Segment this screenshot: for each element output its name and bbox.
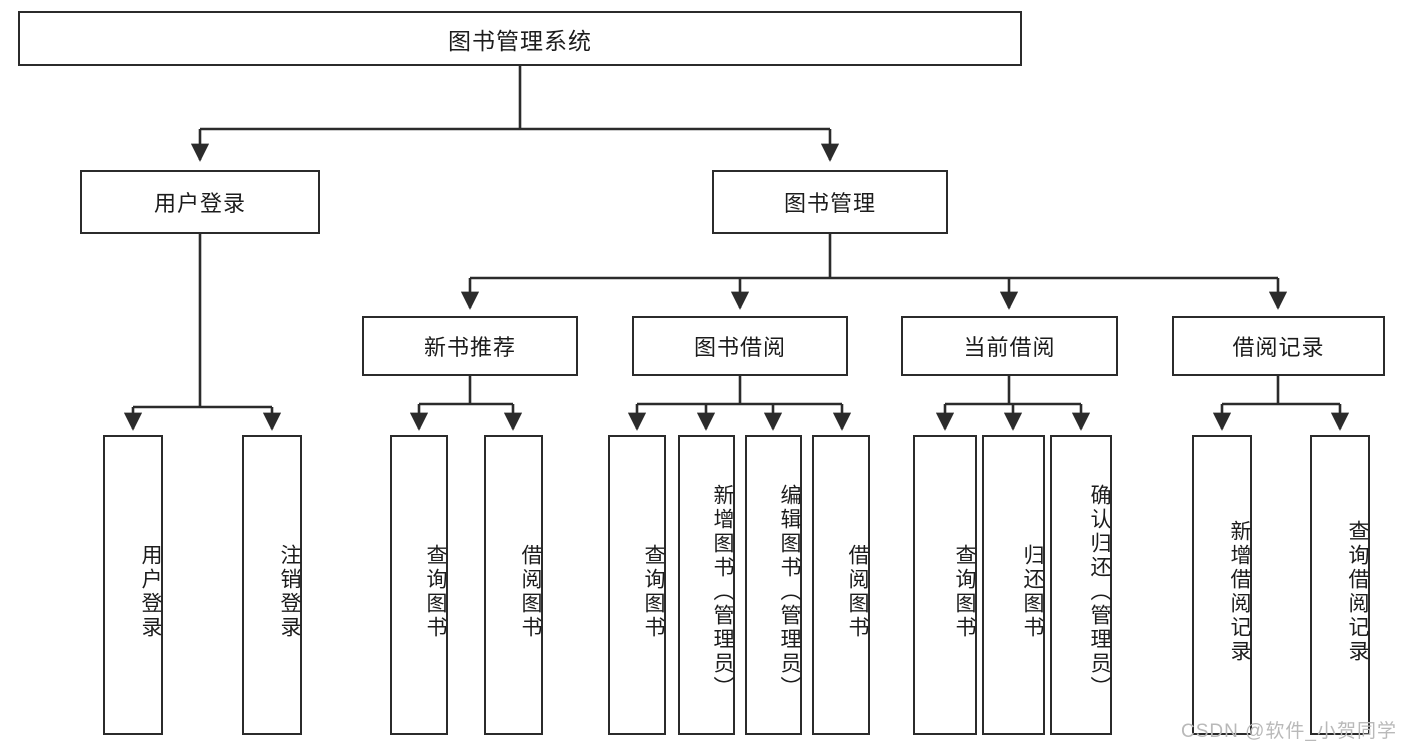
node-label: 编辑图书（管理员） <box>778 484 801 700</box>
node-label: 查询借阅记录 <box>1346 520 1369 664</box>
node-label: 借阅记录 <box>1232 335 1325 360</box>
node-borrow-records[interactable]: 借阅记录 <box>1172 316 1385 376</box>
leaf-user-login-logout[interactable]: 注销登录 <box>242 435 302 735</box>
node-label: 借阅图书 <box>846 544 869 640</box>
node-book-borrow[interactable]: 图书借阅 <box>632 316 848 376</box>
leaf-user-login-login[interactable]: 用户登录 <box>103 435 163 735</box>
node-label: 注销登录 <box>278 544 301 640</box>
node-label: 新增图书（管理员） <box>711 484 734 700</box>
leaf-borrow-edit-book-admin[interactable]: 编辑图书（管理员） <box>745 435 802 735</box>
leaf-current-return-book[interactable]: 归还图书 <box>982 435 1045 735</box>
node-label: 用户登录 <box>153 191 246 216</box>
leaf-borrow-borrow-book[interactable]: 借阅图书 <box>812 435 870 735</box>
node-label: 查询图书 <box>642 544 665 640</box>
node-user-login[interactable]: 用户登录 <box>80 170 320 234</box>
node-label: 图书借阅 <box>693 335 786 360</box>
node-label: 确认归还（管理员） <box>1088 484 1111 700</box>
node-book-management[interactable]: 图书管理 <box>712 170 948 234</box>
node-root-system[interactable]: 图书管理系统 <box>18 11 1022 66</box>
leaf-borrow-add-book-admin[interactable]: 新增图书（管理员） <box>678 435 735 735</box>
watermark: CSDN @软件_小贺同学 <box>1181 721 1397 742</box>
leaf-recommend-query-book[interactable]: 查询图书 <box>390 435 448 735</box>
node-label: 查询图书 <box>953 544 976 640</box>
node-label: 查询图书 <box>424 544 447 640</box>
node-new-book-recommend[interactable]: 新书推荐 <box>362 316 578 376</box>
node-label: 新增借阅记录 <box>1228 520 1251 664</box>
leaf-borrow-query-book[interactable]: 查询图书 <box>608 435 666 735</box>
node-label: 用户登录 <box>139 544 162 640</box>
leaf-records-add-record[interactable]: 新增借阅记录 <box>1192 435 1252 735</box>
leaf-records-query-record[interactable]: 查询借阅记录 <box>1310 435 1370 735</box>
node-label: 当前借阅 <box>963 335 1056 360</box>
node-label: 图书管理系统 <box>448 27 592 54</box>
node-current-borrow[interactable]: 当前借阅 <box>901 316 1118 376</box>
node-label: 图书管理 <box>783 191 876 216</box>
node-label: 新书推荐 <box>423 335 516 360</box>
leaf-current-confirm-return-admin[interactable]: 确认归还（管理员） <box>1050 435 1112 735</box>
node-label: 借阅图书 <box>519 544 542 640</box>
leaf-recommend-borrow-book[interactable]: 借阅图书 <box>484 435 543 735</box>
leaf-current-query-book[interactable]: 查询图书 <box>913 435 977 735</box>
node-label: 归还图书 <box>1021 544 1044 640</box>
